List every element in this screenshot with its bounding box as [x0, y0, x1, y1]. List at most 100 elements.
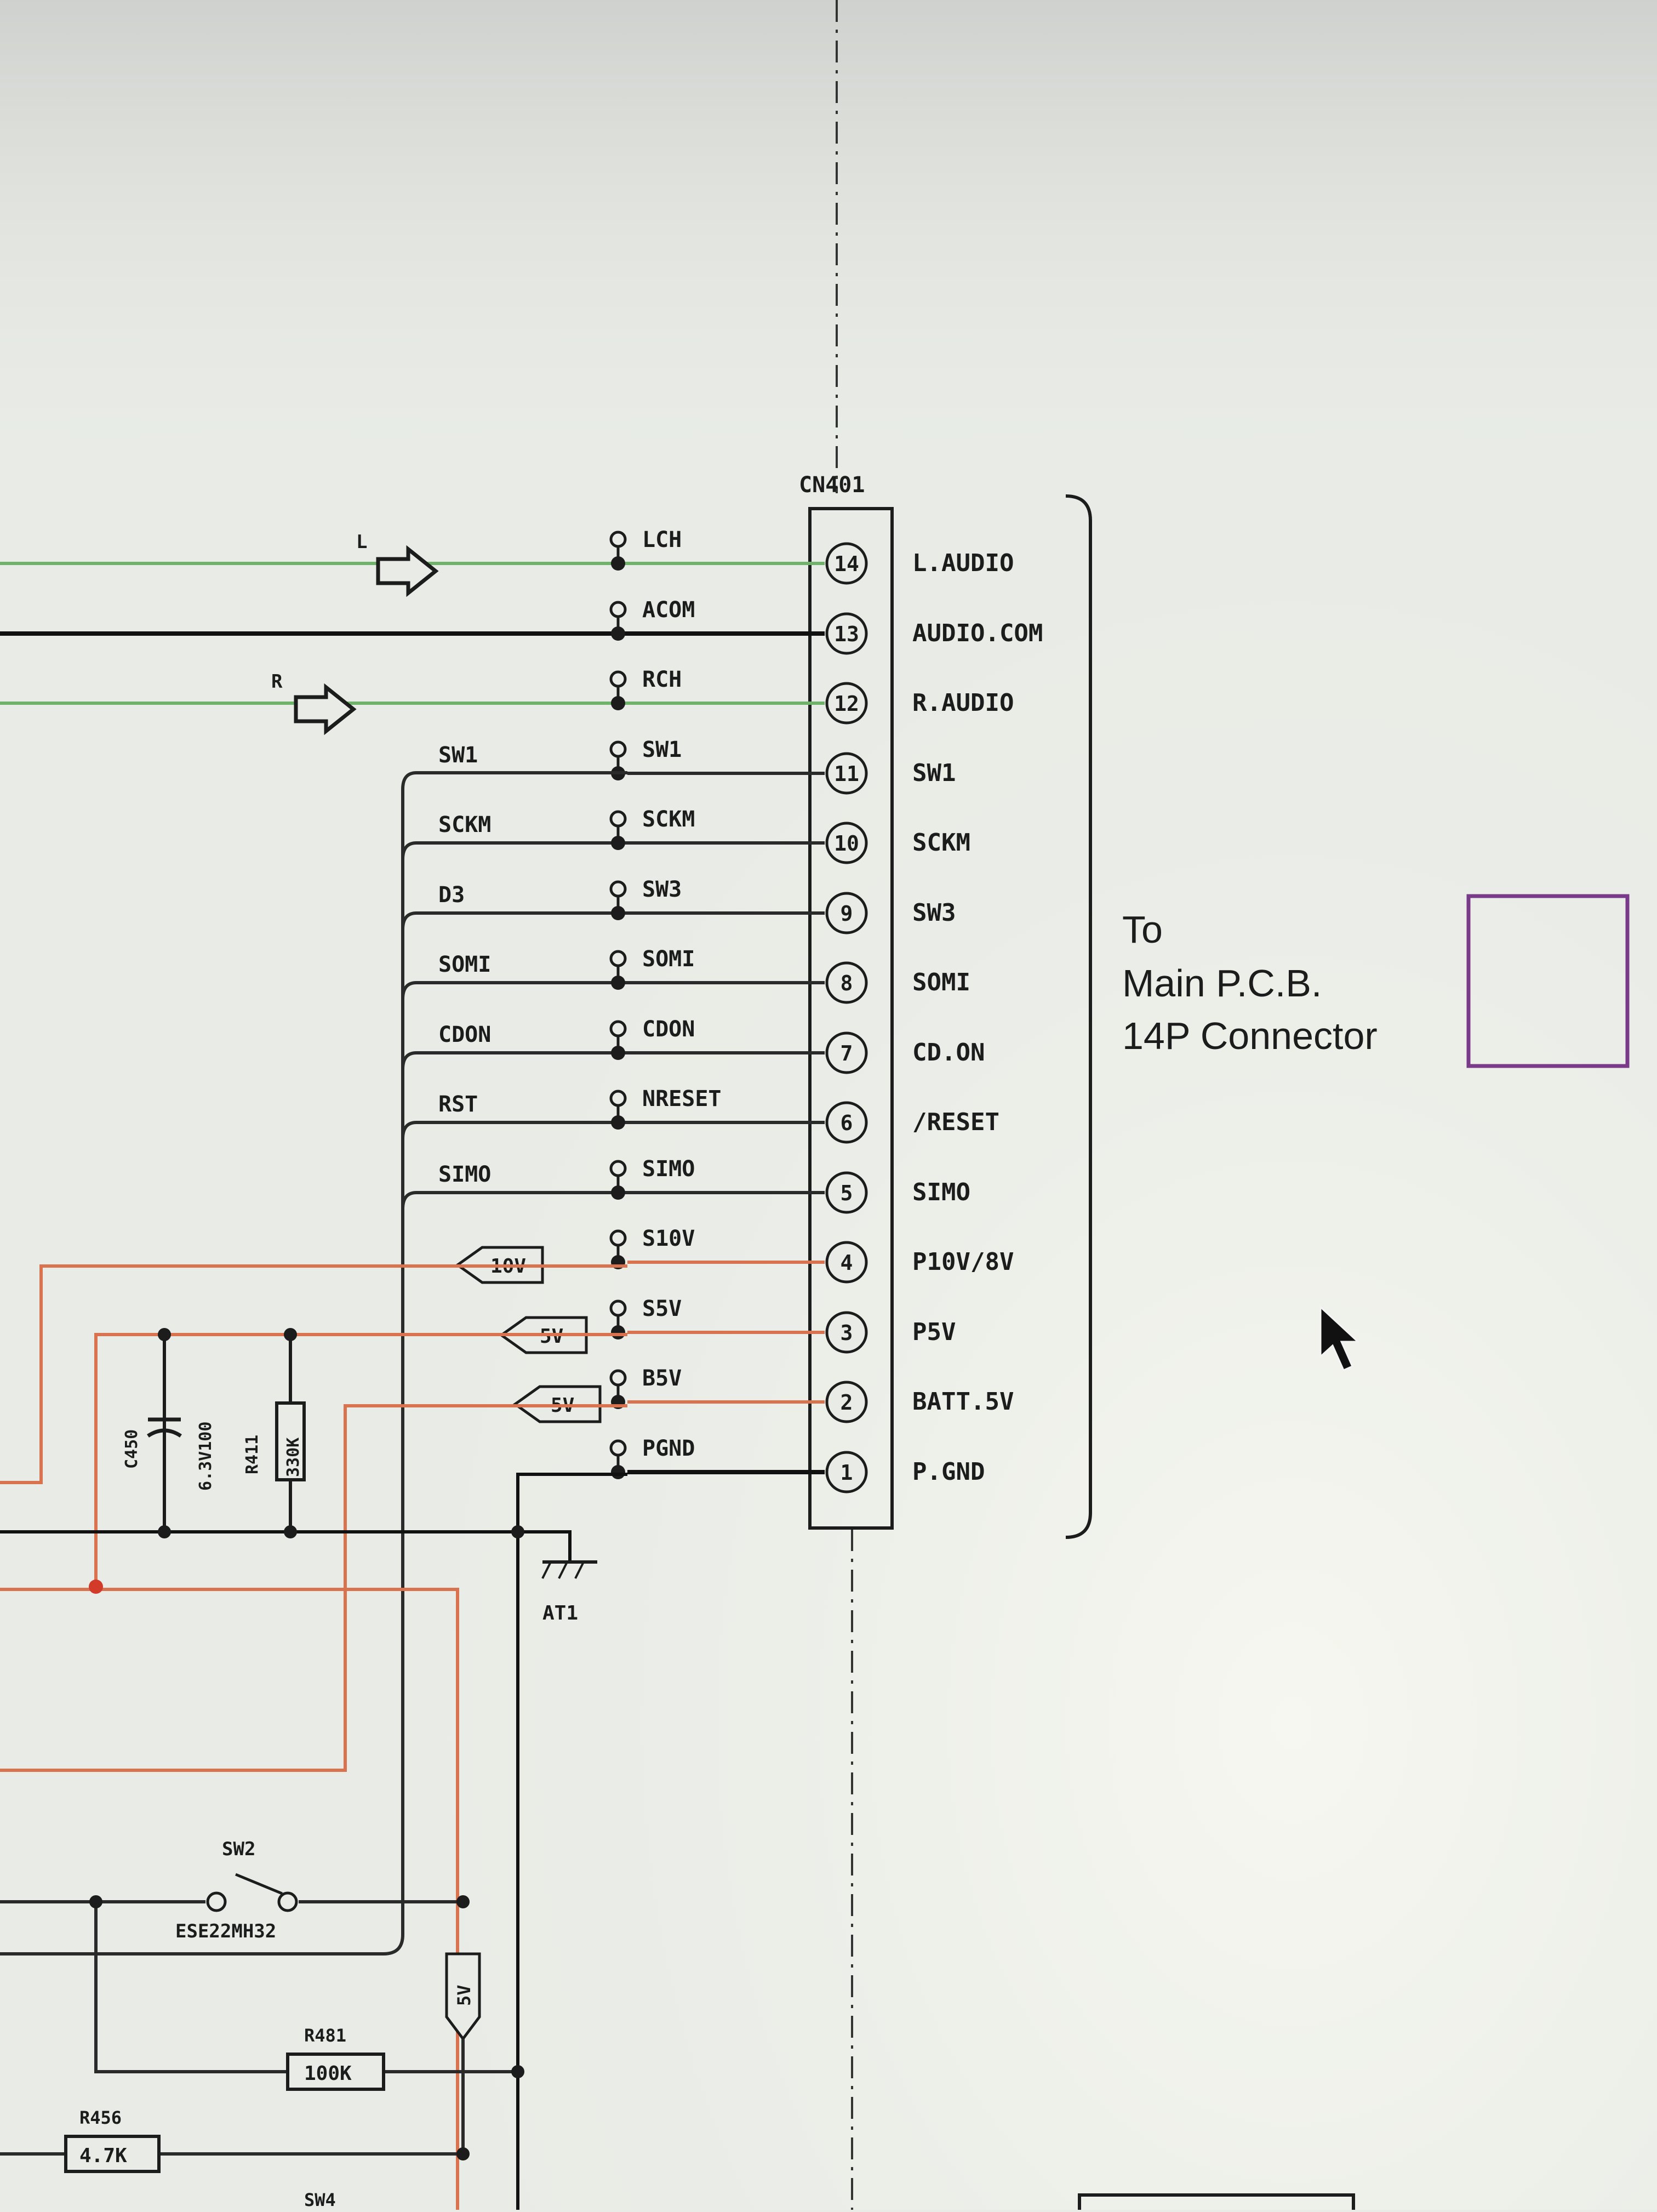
bus-label: SIMO: [438, 1162, 491, 1187]
pin-name: R.AUDIO: [912, 689, 1014, 717]
resistor-r481: 100K R481: [286, 2025, 385, 2091]
pin-number-circle: [825, 542, 868, 585]
c450-ref: C450: [122, 1429, 141, 1469]
supply-flag-5v-a-label: 5V: [540, 1325, 563, 1348]
pin-name: /RESET: [912, 1108, 999, 1136]
pin-number-circle: [825, 961, 868, 1004]
terminal-junction: [611, 1046, 625, 1060]
connector-pin-2: B5V 2 BATT.5V: [609, 1366, 1014, 1423]
terminal-circle: [609, 1369, 627, 1387]
terminal-junction: [611, 1115, 625, 1130]
pin-number: 7: [841, 1041, 853, 1065]
terminal-label: SCKM: [642, 807, 695, 832]
terminal-label: NRESET: [642, 1086, 722, 1111]
pin-name: SW1: [912, 759, 956, 787]
note-line-1: To: [1122, 908, 1163, 951]
connector-pin-6: NRESET 6/RESET: [401, 1086, 999, 1144]
audio-arrow-right-label: R: [271, 671, 283, 693]
pin-number: 2: [841, 1390, 853, 1415]
pin-number: 14: [834, 552, 859, 576]
bus-label: SCKM: [438, 812, 491, 837]
terminal-circle: [609, 531, 627, 548]
terminal-junction: [611, 696, 625, 710]
pin-name: P10V/8V: [912, 1248, 1014, 1276]
pin-name: SIMO: [912, 1178, 970, 1206]
terminal-label: S10V: [642, 1226, 695, 1251]
resistor-r411: 330K R411: [243, 1401, 306, 1481]
terminal-junction: [611, 1185, 625, 1200]
terminal-circle: [609, 670, 627, 688]
r481-value: 100K: [304, 2062, 352, 2085]
pin-number-circle: [825, 1101, 868, 1144]
terminal-label: B5V: [642, 1366, 682, 1391]
terminal-circle: [609, 810, 627, 828]
bus-label: SOMI: [438, 952, 491, 977]
pin-number: 9: [841, 902, 853, 926]
pin-number-circle: [825, 1451, 868, 1493]
connector-bracket: [1065, 494, 1092, 1539]
pin-name: SW3: [912, 899, 956, 927]
pin-number: 3: [841, 1321, 853, 1345]
pin-name: BATT.5V: [912, 1388, 1014, 1416]
terminal-circle: [609, 880, 627, 898]
pin-number: 6: [841, 1111, 853, 1135]
connector-body: [808, 507, 894, 1530]
audio-arrow-left-label: L: [356, 531, 367, 553]
terminal-label: PGND: [642, 1436, 695, 1461]
pin-number: 11: [834, 762, 859, 786]
terminal-label: LCH: [642, 527, 682, 552]
pin-number: 1: [841, 1461, 853, 1485]
connector-ref: CN401: [799, 472, 865, 498]
bus-label: SW1: [438, 743, 478, 768]
pin-number-circle: [825, 822, 868, 864]
left-wiring: [0, 771, 627, 2210]
terminal-label: SIMO: [642, 1156, 695, 1182]
pin-number-circle: [825, 1241, 868, 1284]
terminal-junction: [611, 1465, 625, 1479]
pin-name: SCKM: [912, 829, 970, 857]
r411-value: 330K: [284, 1438, 303, 1477]
pin-number: 13: [834, 622, 859, 646]
r481-ref: R481: [304, 2025, 346, 2046]
pin-number-circle: [825, 752, 868, 795]
pin-name: P.GND: [912, 1458, 985, 1486]
bus-label: RST: [438, 1092, 478, 1117]
terminal-circle: [609, 1090, 627, 1107]
r456-value: 4.7K: [79, 2145, 127, 2167]
terminal-junction: [611, 626, 625, 641]
terminal-circle: [609, 950, 627, 967]
title-block-fragment: [1078, 2193, 1355, 2212]
pin-number-circle: [825, 1381, 868, 1423]
sw2-ref: SW2: [222, 1838, 255, 1860]
terminal-junction: [611, 556, 625, 571]
flag-5v-vertical-label: 5V: [454, 1985, 475, 2006]
junction-dots: [89, 1328, 524, 2160]
at1-ref: AT1: [542, 1602, 578, 1624]
terminal-junction: [611, 1325, 625, 1339]
c450-value: 6.3V100: [196, 1422, 215, 1491]
terminal-label: S5V: [642, 1296, 682, 1321]
r456-ref: R456: [79, 2107, 122, 2128]
terminal-circle: [609, 740, 627, 758]
pin-name: CD.ON: [912, 1039, 985, 1067]
pin-number-circle: [825, 1311, 868, 1354]
terminal-circle: [609, 1229, 627, 1247]
terminal-label: SW3: [642, 877, 682, 902]
pin-name: P5V: [912, 1318, 956, 1346]
audio-arrow-right: R: [271, 671, 357, 736]
pin-number-circle: [825, 1171, 868, 1214]
terminal-junction: [611, 836, 625, 850]
terminal-circle: [609, 1439, 627, 1457]
pin-number-circle: [825, 1031, 868, 1074]
pin-number: 8: [841, 971, 853, 995]
